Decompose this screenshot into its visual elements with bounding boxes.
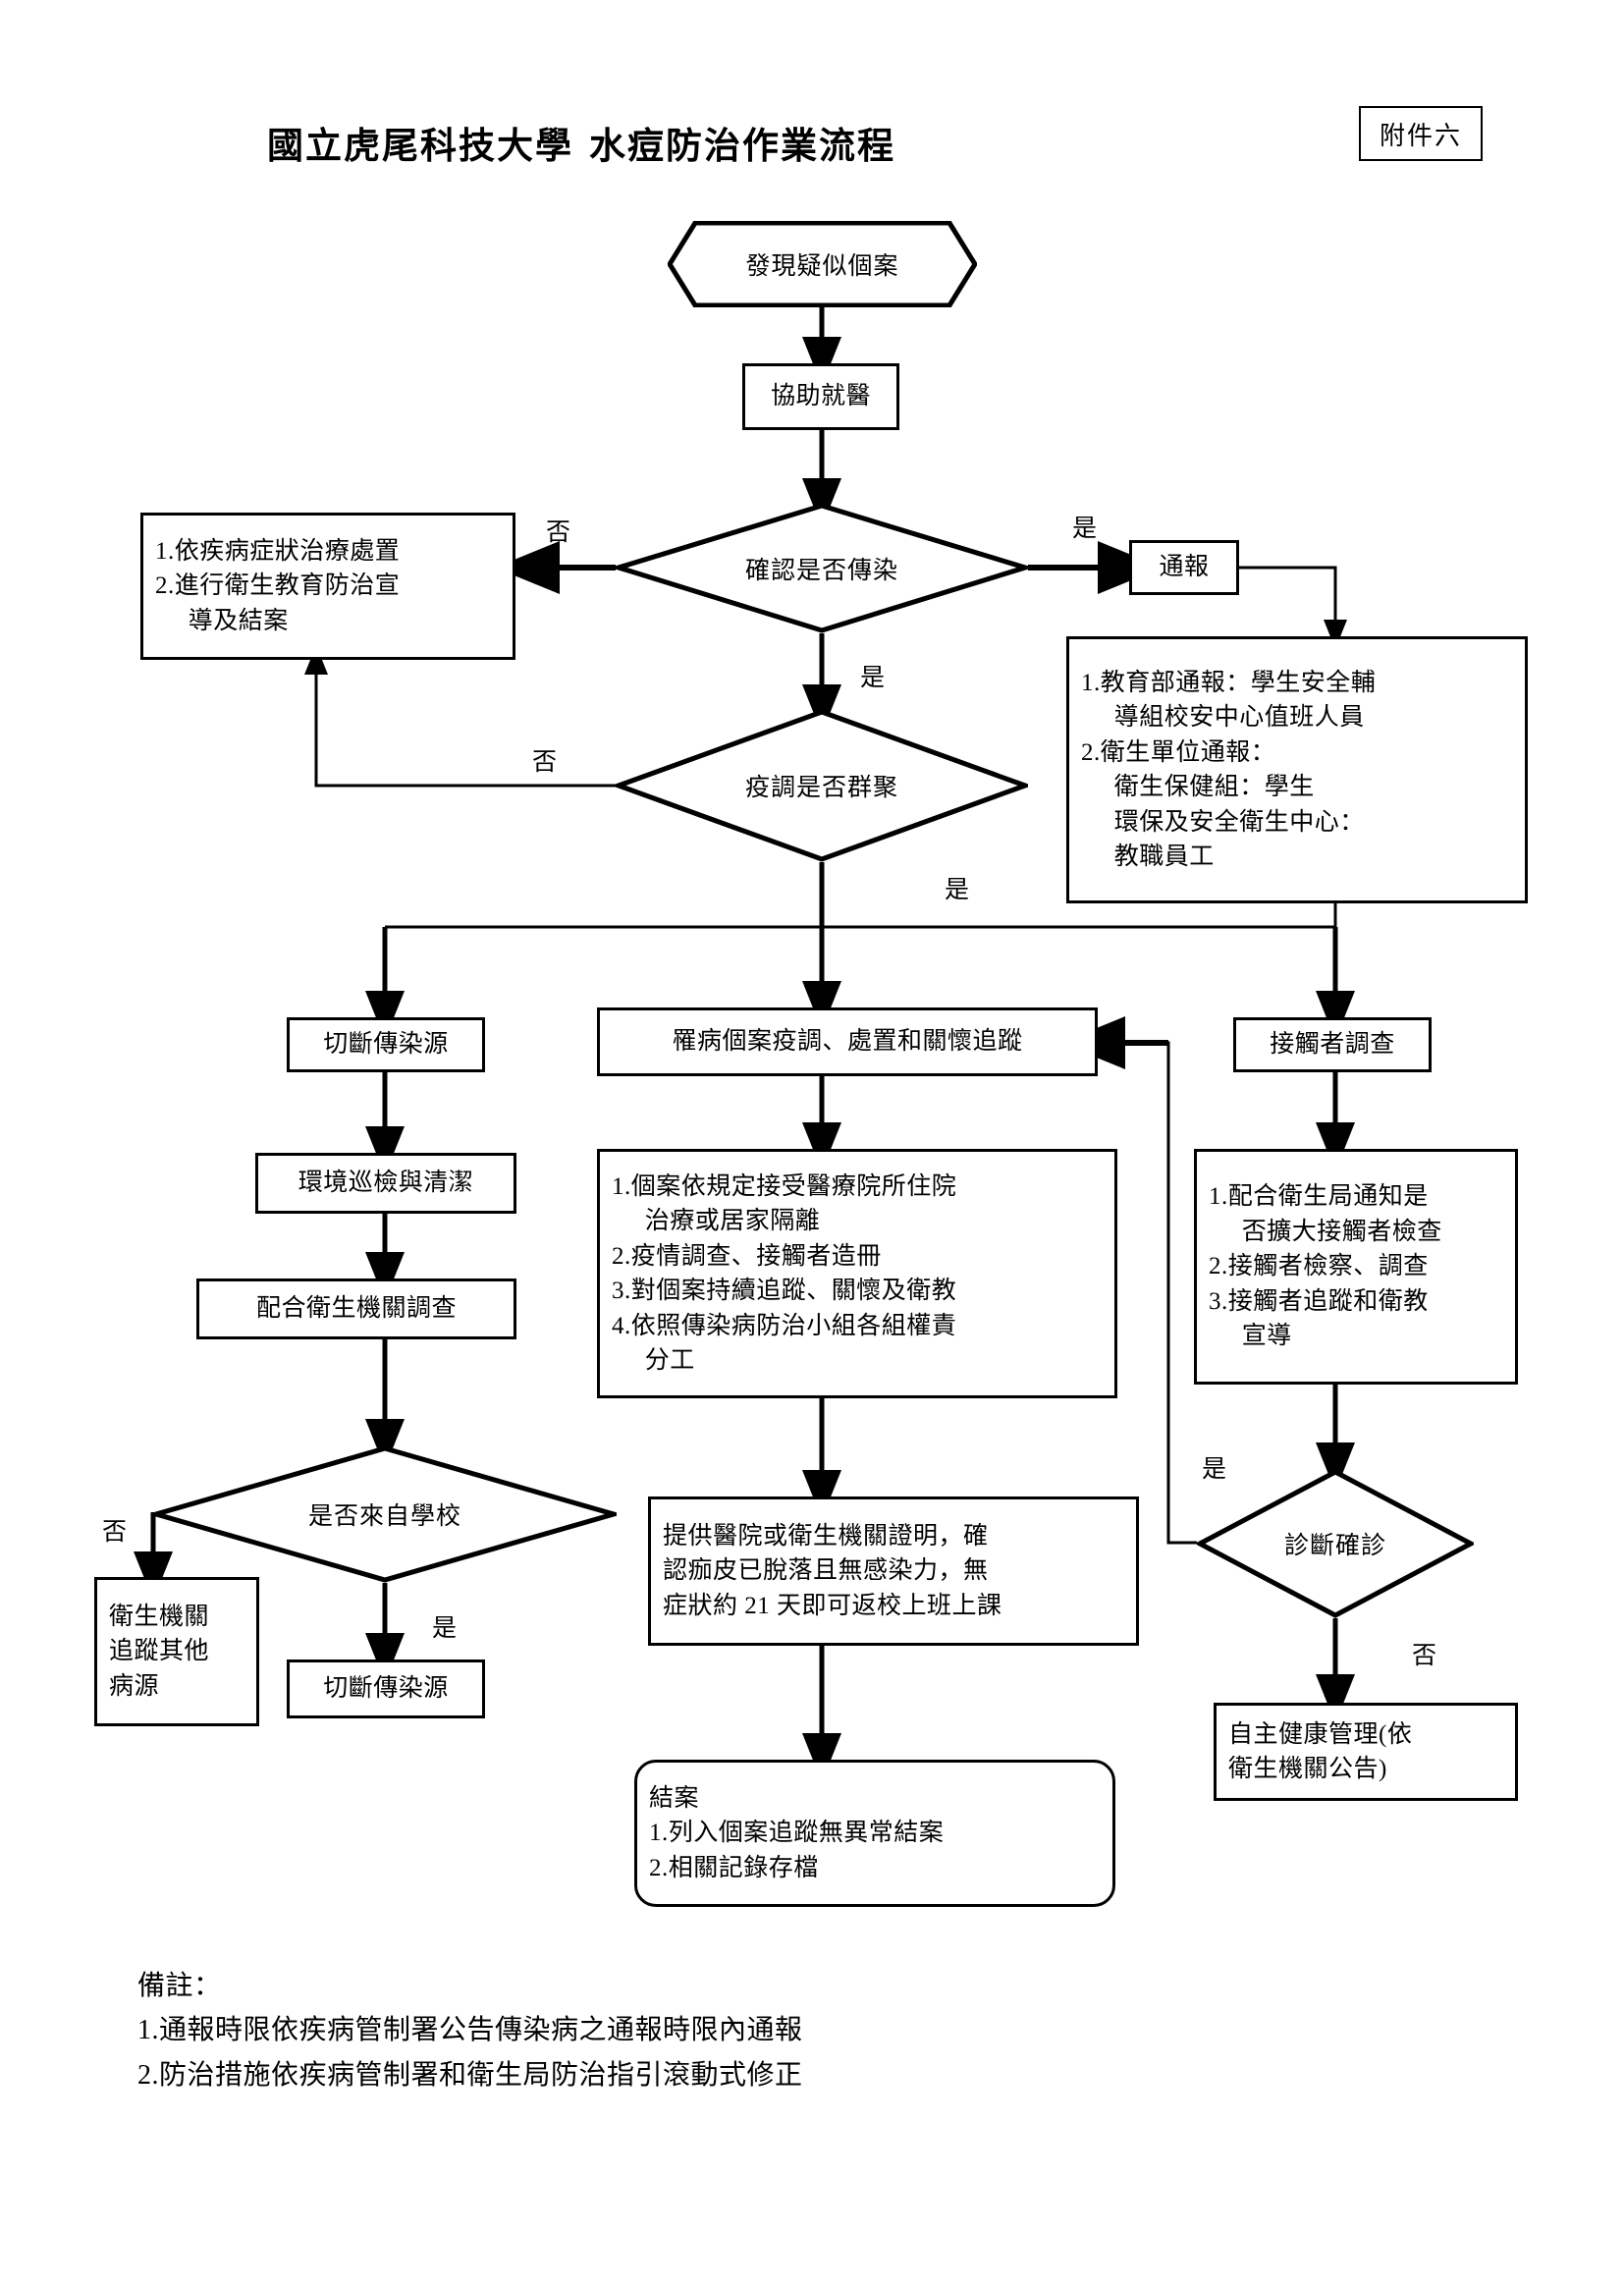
contact-measure-line-3: 2.接觸者檢察、調查 — [1209, 1253, 1429, 1280]
diamond-shape — [616, 709, 1028, 862]
node-report: 通報 — [1129, 540, 1239, 595]
document-header: 國立虎尾科技大學 水痘防治作業流程 附件六 — [0, 106, 1624, 194]
page-title: 水痘防治作業流程 — [589, 127, 895, 167]
node-health-agency-trace: 衛生機關 追蹤其他 病源 — [94, 1577, 259, 1726]
treat-line-1: 1.依疾病症狀治療處置 — [155, 537, 401, 565]
node-assist-medical-label: 協助就醫 — [770, 383, 871, 410]
edge-label-cluster-no: 否 — [532, 749, 558, 776]
node-self-health-management: 自主健康管理(依 衛生機關公告) — [1214, 1703, 1518, 1801]
node-cut-source-top: 切斷傳染源 — [287, 1017, 485, 1072]
diamond-shape — [1197, 1469, 1474, 1618]
node-cooperate-health-agency: 配合衛生機關調查 — [196, 1279, 516, 1339]
node-env-inspection: 環境巡檢與清潔 — [255, 1153, 516, 1214]
node-return-certificate: 提供醫院或衛生機關證明，確 認痂皮已脫落且無感染力，無 症狀約 21 天即可返校… — [648, 1496, 1139, 1646]
node-decide-infectious: 確認是否傳染 — [616, 503, 1028, 633]
node-decide-from-school: 是否來自學校 — [153, 1445, 617, 1583]
notes-heading: 備註： — [137, 1971, 222, 2001]
node-decide-from-school-label: 是否來自學校 — [307, 1503, 461, 1530]
return-cert-line-2: 認痂皮已脫落且無感染力，無 — [663, 1557, 989, 1585]
edge-label-school-yes: 是 — [432, 1615, 458, 1642]
return-cert-line-1: 提供醫院或衛生機關證明，確 — [663, 1522, 989, 1550]
case-measure-line-5: 4.依照傳染病防治小組各組權責 — [612, 1312, 957, 1339]
report-detail-line-5: 環保及安全衛生中心： — [1113, 808, 1365, 836]
case-measure-line-6: 分工 — [644, 1347, 695, 1374]
edge-label-infectious-down-yes: 是 — [860, 665, 886, 691]
node-cut-source-bottom: 切斷傳染源 — [287, 1659, 485, 1718]
node-contact-survey: 接觸者調查 — [1233, 1017, 1432, 1072]
node-decide-cluster: 疫調是否群聚 — [616, 709, 1028, 862]
self-health-line-1: 自主健康管理(依 — [1228, 1720, 1413, 1748]
node-close-case: 結案 1.列入個案追蹤無異常結案 2.相關記錄存檔 — [634, 1760, 1115, 1907]
contact-measure-line-4: 3.接觸者追蹤和衛教 — [1209, 1287, 1429, 1315]
hexagon-shape — [668, 221, 977, 307]
contact-measure-line-5: 宣導 — [1241, 1323, 1292, 1350]
node-start-label: 發現疑似個案 — [745, 253, 899, 280]
node-contact-survey-label: 接觸者調查 — [1270, 1031, 1395, 1059]
node-treat-and-educate: 1.依疾病症狀治療處置 2.進行衛生教育防治宣 導及結案 — [140, 513, 515, 660]
report-detail-line-2: 導組校安中心值班人員 — [1113, 704, 1365, 731]
close-case-line-2: 1.列入個案追蹤無異常結案 — [649, 1820, 945, 1847]
case-measure-line-2: 治療或居家隔離 — [644, 1208, 821, 1234]
node-case-measures: 1.個案依規定接受醫療院所住院 治療或居家隔離 2.疫情調查、接觸者造冊 3.對… — [597, 1149, 1117, 1398]
report-detail-line-6: 教職員工 — [1113, 843, 1215, 870]
node-cut-source-bottom-label: 切斷傳染源 — [323, 1675, 449, 1703]
footer-notes: 備註： 1.通報時限依疾病管制署公告傳染病之通報時限內通報 2.防治措施依疾病管… — [137, 1964, 803, 2097]
case-measure-line-1: 1.個案依規定接受醫療院所住院 — [612, 1172, 957, 1200]
node-decide-diagnosis-label: 診斷確診 — [1283, 1533, 1386, 1559]
report-detail-line-1: 1.教育部通報：學生安全輔 — [1081, 669, 1377, 696]
attachment-badge: 附件六 — [1359, 106, 1483, 161]
edge-label-infectious-yes: 是 — [1072, 516, 1098, 542]
diamond-shape — [153, 1445, 617, 1583]
edge-label-school-no: 否 — [102, 1519, 128, 1546]
edge-label-diagnosis-yes: 是 — [1202, 1456, 1227, 1483]
node-assist-medical: 協助就醫 — [742, 363, 899, 430]
health-trace-line-3: 病源 — [109, 1672, 160, 1700]
node-case-followup: 罹病個案疫調、處置和關懷追蹤 — [597, 1007, 1098, 1076]
case-measure-line-4: 3.對個案持續追蹤、關懷及衛教 — [612, 1278, 957, 1304]
close-case-line-1: 結案 — [649, 1784, 700, 1812]
health-trace-line-2: 追蹤其他 — [109, 1638, 210, 1665]
node-decide-cluster-label: 疫調是否群聚 — [744, 775, 898, 801]
contact-measure-line-2: 否擴大接觸者檢查 — [1241, 1218, 1442, 1245]
notes-item-2: 2.防治措施依疾病管制署和衛生局防治指引滾動式修正 — [137, 2059, 803, 2091]
node-report-detail: 1.教育部通報：學生安全輔 導組校安中心值班人員 2.衛生單位通報： 衛生保健組… — [1066, 636, 1528, 903]
self-health-line-2: 衛生機關公告) — [1228, 1756, 1387, 1782]
node-cut-source-top-label: 切斷傳染源 — [323, 1031, 449, 1059]
health-trace-line-1: 衛生機關 — [109, 1603, 210, 1630]
contact-measure-line-1: 1.配合衛生局通知是 — [1209, 1183, 1429, 1211]
report-detail-line-4: 衛生保健組：學生 — [1113, 774, 1315, 800]
organization-title: 國立虎尾科技大學 — [267, 127, 573, 167]
return-cert-line-3: 症狀約 21 天即可返校上班上課 — [663, 1592, 1002, 1619]
node-case-followup-label: 罹病個案疫調、處置和關懷追蹤 — [672, 1028, 1023, 1056]
edge-label-cluster-yes: 是 — [945, 877, 970, 903]
case-measure-line-3: 2.疫情調查、接觸者造冊 — [612, 1242, 882, 1270]
notes-item-1: 1.通報時限依疾病管制署公告傳染病之通報時限內通報 — [137, 2015, 803, 2046]
close-case-line-3: 2.相關記錄存檔 — [649, 1854, 819, 1881]
edge-label-diagnosis-no: 否 — [1412, 1643, 1437, 1669]
edge-label-infectious-no: 否 — [546, 519, 571, 546]
node-env-inspection-label: 環境巡檢與清潔 — [298, 1170, 474, 1197]
node-cooperate-health-agency-label: 配合衛生機關調查 — [255, 1295, 457, 1323]
node-start: 發現疑似個案 — [668, 221, 977, 307]
node-decide-diagnosis: 診斷確診 — [1197, 1469, 1474, 1618]
diamond-shape — [616, 503, 1028, 633]
node-decide-infectious-label: 確認是否傳染 — [744, 557, 898, 584]
treat-line-3: 導及結案 — [188, 607, 289, 634]
report-detail-line-3: 2.衛生單位通報： — [1081, 738, 1276, 766]
treat-line-2: 2.進行衛生教育防治宣 — [155, 572, 401, 600]
node-report-label: 通報 — [1159, 554, 1210, 581]
node-contact-measures: 1.配合衛生局通知是 否擴大接觸者檢查 2.接觸者檢察、調查 3.接觸者追蹤和衛… — [1194, 1149, 1518, 1385]
